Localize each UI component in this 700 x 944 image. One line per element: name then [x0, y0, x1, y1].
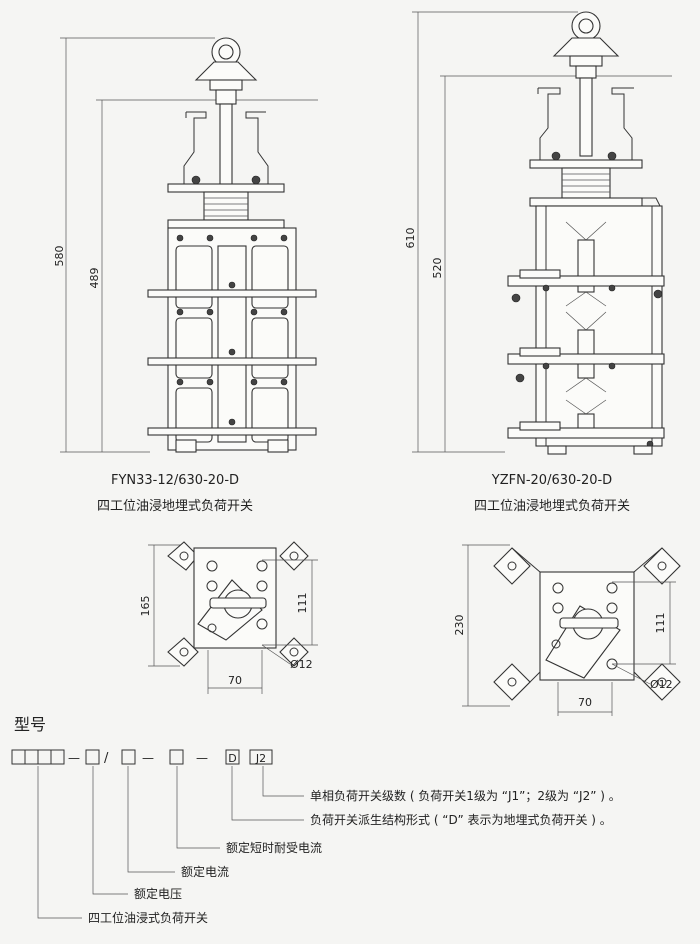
right-switch-body [507, 205, 665, 455]
model-code-boxes: — / — — D J2 [11, 749, 273, 766]
right-top-plate [529, 151, 663, 222]
model-code-j2: J2 [255, 752, 266, 765]
left-drive-shaft [219, 103, 233, 187]
left-switch-elevation: 580 489 [53, 37, 318, 514]
left-base-pitch-dimension: 70 [207, 650, 263, 694]
left-mounting-brackets [183, 111, 269, 186]
left-base-width-dimension: 165 [139, 544, 185, 667]
left-base-width-label: 165 [139, 596, 152, 617]
model-code-dash-1: — [68, 751, 80, 765]
right-name-caption: 四工位油浸地埋式负荷开关 [474, 499, 630, 514]
left-base-hole-spacing-label: 111 [296, 593, 309, 614]
right-base-pitch-label: 70 [578, 696, 592, 709]
right-base-hole-spacing-label: 111 [654, 613, 667, 634]
model-code-d: D [228, 752, 236, 765]
model-code-title: 型号 [14, 715, 46, 734]
model-code-slash: / [104, 751, 109, 766]
model-code-note-rated-voltage: 额定电压 [134, 886, 182, 901]
right-base-plan: 230 111 Ø12 [453, 544, 681, 716]
model-code-note-short-time-current: 额定短时耐受电流 [226, 840, 322, 855]
right-base-pitch-dimension: 70 [557, 682, 613, 716]
right-base-width-dimension: 230 [453, 544, 510, 707]
left-base-plan: 165 111 Ø12 70 [139, 541, 318, 694]
right-height-dimension-610: 610 [404, 11, 578, 453]
right-mounting-brackets [537, 87, 634, 162]
left-name-caption: 四工位油浸地埋式负荷开关 [97, 499, 253, 514]
left-height-dimension-580: 580 [53, 37, 215, 453]
model-code-dash-2: — [142, 751, 154, 765]
model-code-leaders [37, 766, 304, 919]
model-code-dash-3: — [196, 751, 208, 765]
right-model-caption: YZFN-20/630-20-D [491, 473, 612, 488]
right-height-total-label: 610 [404, 228, 417, 249]
left-height-dimension-489: 489 [88, 99, 318, 452]
left-height-total-label: 580 [53, 246, 66, 267]
right-height-dimension-520: 520 [431, 75, 672, 452]
left-base-hole-dimension: 111 [262, 559, 318, 646]
model-code-note-switch-type: 四工位油浸式负荷开关 [88, 910, 208, 925]
right-drive-shaft [579, 77, 593, 157]
model-code-note-structure: 负荷开关派生结构形式 ( “D” 表示为地埋式负荷开关 ) 。 [310, 812, 612, 827]
left-height-body-label: 489 [88, 268, 101, 289]
left-base-pitch-label: 70 [228, 674, 242, 687]
right-base-width-label: 230 [453, 615, 466, 636]
right-base-hole-label: Ø12 [650, 678, 673, 691]
right-lifting-eye [552, 11, 620, 79]
model-code-note-levels: 单相负荷开关级数 ( 负荷开关1级为 “J1”；2级为 “J2” ) 。 [310, 788, 621, 803]
left-lifting-eye [194, 37, 258, 105]
right-height-body-label: 520 [431, 258, 444, 279]
left-top-plate [167, 175, 285, 229]
left-switch-body [147, 227, 317, 453]
model-code-note-rated-current: 额定电流 [181, 864, 229, 879]
left-base-hole-label: Ø12 [290, 658, 313, 671]
left-model-caption: FYN33-12/630-20-D [111, 473, 239, 488]
right-base-hole-dimension: 111 [612, 581, 676, 665]
right-switch-elevation: 610 520 [404, 11, 672, 514]
model-code-legend: 型号 — / — — D J2 单相负荷开关 [11, 715, 621, 925]
